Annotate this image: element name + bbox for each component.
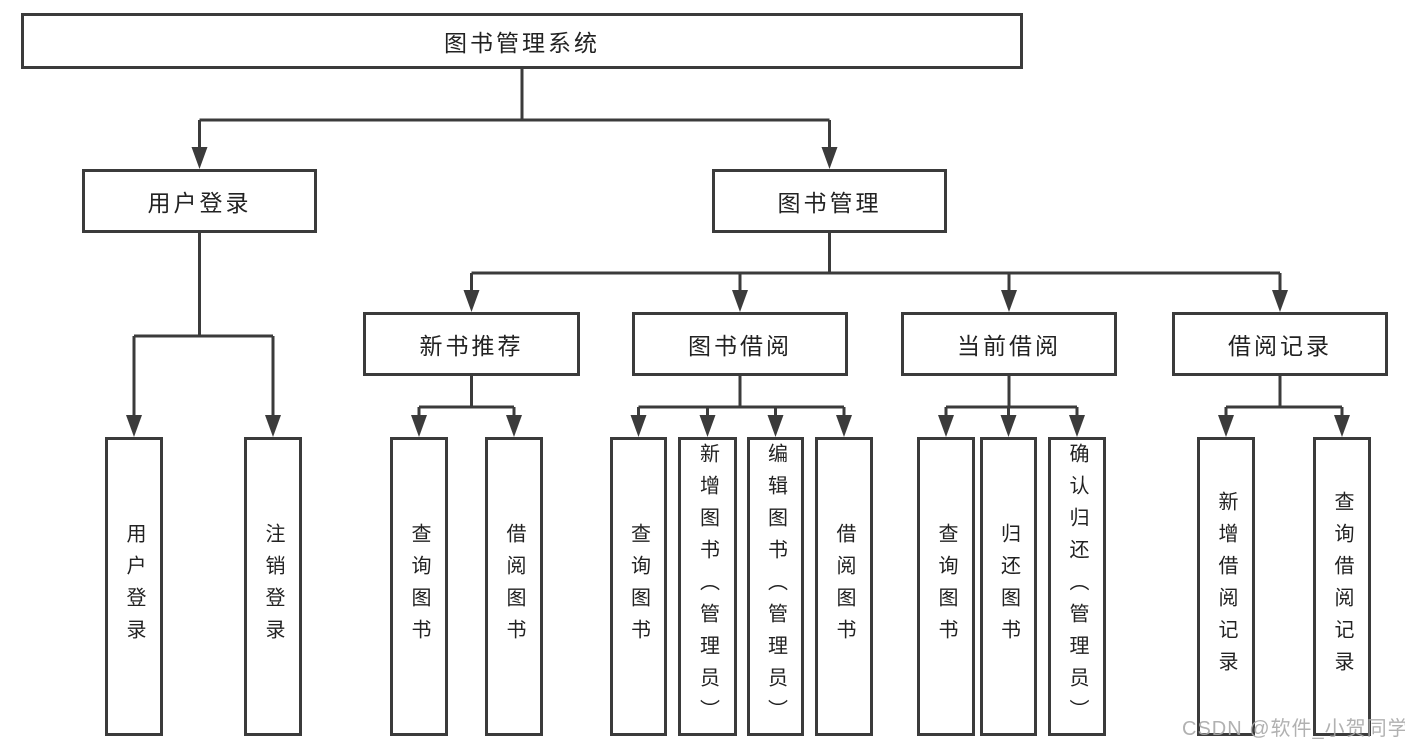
- csdn-watermark: CSDN @软件_小贺同学: [1182, 718, 1405, 740]
- leaf-query-books-recommend-label: 查询图书: [408, 522, 430, 651]
- node-book-borrowing: 图书借阅: [632, 312, 848, 376]
- node-root-library-system: 图书管理系统: [21, 13, 1023, 69]
- node-user-login: 用户登录: [82, 169, 317, 233]
- leaf-query-borrow-record-label: 查询借阅记录: [1331, 490, 1353, 683]
- leaf-query-books-borrowing: 查询图书: [610, 437, 667, 736]
- leaf-logout-login-label: 注销登录: [262, 522, 284, 651]
- leaf-query-books-borrowing-label: 查询图书: [627, 522, 650, 651]
- leaf-user-login: 用户登录: [105, 437, 163, 736]
- leaf-borrow-books: 借阅图书: [815, 437, 873, 736]
- leaf-return-books: 归还图书: [980, 437, 1037, 736]
- node-book-management: 图书管理: [712, 169, 947, 233]
- leaf-add-books-admin-label: 新增图书（管理员）: [696, 442, 719, 731]
- leaf-query-borrow-record: 查询借阅记录: [1313, 437, 1371, 736]
- leaf-edit-books-admin: 编辑图书（管理员）: [747, 437, 804, 736]
- leaf-borrow-books-label: 借阅图书: [833, 522, 855, 651]
- leaf-add-books-admin: 新增图书（管理员）: [678, 437, 737, 736]
- leaf-return-books-label: 归还图书: [997, 522, 1020, 651]
- leaf-borrow-books-recommend: 借阅图书: [485, 437, 543, 736]
- node-current-borrowing: 当前借阅: [901, 312, 1117, 376]
- leaf-query-books-current-label: 查询图书: [935, 522, 957, 651]
- leaf-confirm-return-admin: 确认归还（管理员）: [1048, 437, 1106, 736]
- leaf-confirm-return-admin-label: 确认归还（管理员）: [1066, 442, 1088, 731]
- leaf-edit-books-admin-label: 编辑图书（管理员）: [764, 442, 787, 731]
- leaf-add-borrow-record: 新增借阅记录: [1197, 437, 1255, 736]
- leaf-logout-login: 注销登录: [244, 437, 302, 736]
- node-borrowing-records: 借阅记录: [1172, 312, 1388, 376]
- node-new-book-recommend: 新书推荐: [363, 312, 580, 376]
- leaf-query-books-current: 查询图书: [917, 437, 975, 736]
- leaf-query-books-recommend: 查询图书: [390, 437, 448, 736]
- leaf-borrow-books-recommend-label: 借阅图书: [503, 522, 525, 651]
- leaf-user-login-label: 用户登录: [123, 522, 145, 651]
- leaf-add-borrow-record-label: 新增借阅记录: [1215, 490, 1237, 683]
